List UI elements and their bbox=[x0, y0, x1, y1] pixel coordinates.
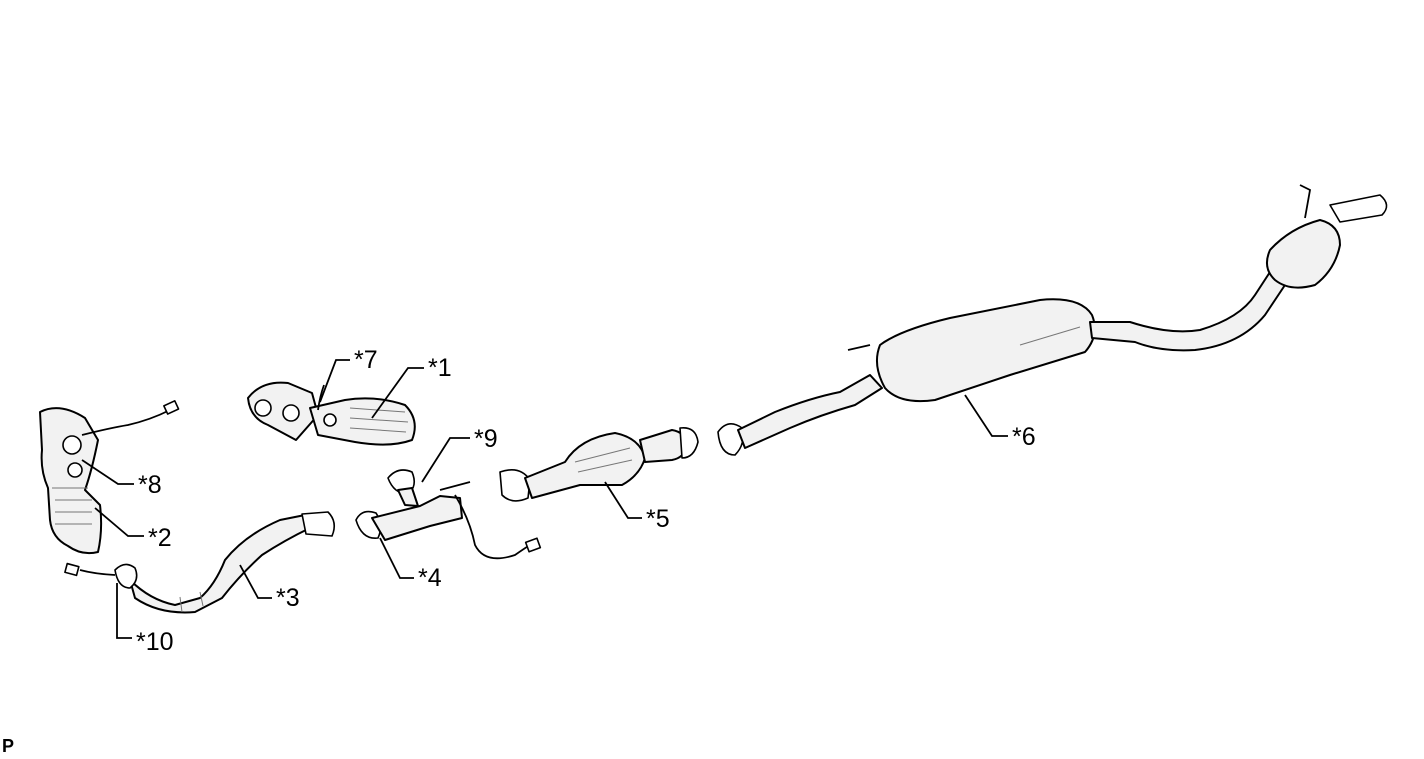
leader-c5 bbox=[604, 481, 642, 519]
leader-c3 bbox=[239, 564, 272, 599]
oxygen-sensor-front bbox=[81, 400, 180, 436]
leader-c9 bbox=[421, 437, 470, 483]
callout-7: *7 bbox=[354, 346, 378, 374]
oxygen-sensor-front-pipe bbox=[64, 562, 138, 589]
front-exhaust-pipe bbox=[129, 511, 336, 614]
front-exhaust-manifold bbox=[39, 407, 103, 555]
callout-3: *3 bbox=[276, 584, 300, 612]
leader-c7 bbox=[319, 359, 350, 403]
leader-lines bbox=[81, 359, 1008, 639]
callout-5: *5 bbox=[646, 505, 670, 533]
tail-pipe-muffler-assembly bbox=[717, 184, 1388, 456]
callout-2: *2 bbox=[148, 524, 172, 552]
oxygen-sensor-rear-manifold bbox=[317, 384, 337, 427]
leader-c2 bbox=[94, 507, 144, 537]
callout-8: *8 bbox=[138, 471, 162, 499]
callout-4: *4 bbox=[418, 564, 442, 592]
callout-6: *6 bbox=[1012, 423, 1036, 451]
callout-9: *9 bbox=[474, 425, 498, 453]
leader-c4 bbox=[379, 537, 414, 579]
catalytic-converter bbox=[499, 426, 699, 502]
corner-label: P bbox=[2, 736, 14, 756]
rear-exhaust-manifold bbox=[247, 381, 416, 446]
leader-c1 bbox=[371, 367, 424, 419]
oxygen-sensor-center-pipe bbox=[439, 481, 542, 560]
callout-1: *1 bbox=[428, 354, 452, 382]
leader-c10 bbox=[116, 583, 132, 639]
callout-10: *10 bbox=[136, 628, 174, 656]
leader-c6 bbox=[964, 394, 1008, 437]
center-exhaust-pipe bbox=[355, 469, 463, 541]
leader-c8 bbox=[81, 459, 134, 485]
